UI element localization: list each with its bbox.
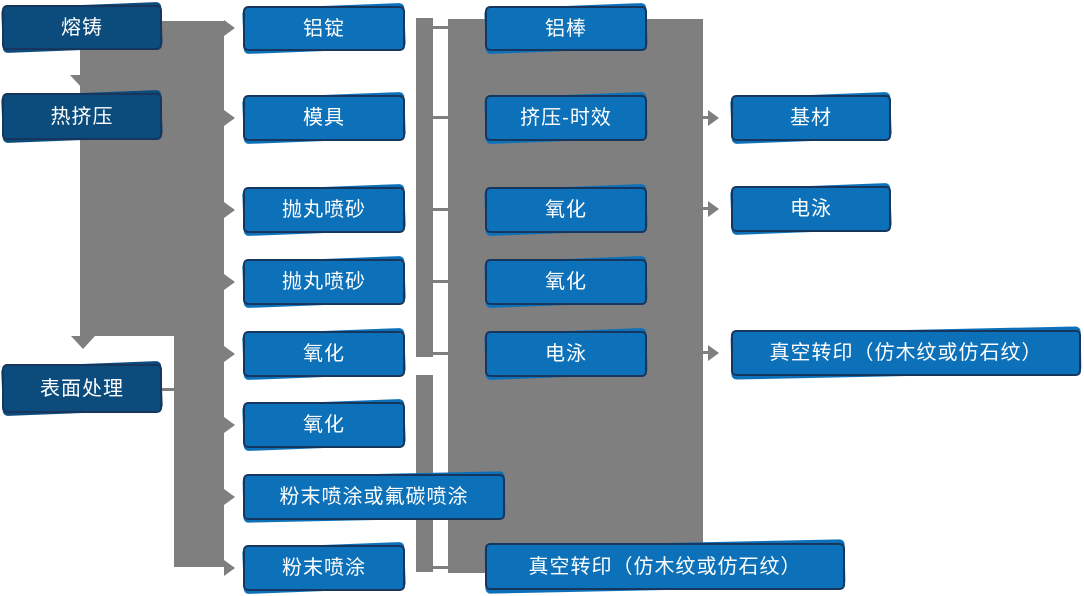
connector-link-line-2 <box>433 116 449 119</box>
node-oxidation-3: 氧化 <box>485 187 647 233</box>
connector-link-line-3 <box>433 208 449 211</box>
node-powder-or-fluorocarbon-coating: 粉末喷涂或氟碳喷涂 <box>243 474 505 520</box>
arrow-to-shot-blasting-2 <box>224 274 235 290</box>
node-hot-extrusion: 热挤压 <box>2 93 162 140</box>
connector-mid-rail-upper <box>416 18 433 357</box>
node-oxidation-2: 氧化 <box>243 402 405 448</box>
node-oxidation-1: 氧化 <box>243 331 405 377</box>
arrow-to-base-material <box>708 110 719 126</box>
node-electrophoresis-1: 电泳 <box>485 331 647 377</box>
node-melting-casting: 熔铸 <box>2 5 162 50</box>
arrow-stub-to-electrophoresis <box>702 207 710 210</box>
node-powder-coating: 粉末喷涂 <box>243 545 405 591</box>
node-shot-blasting-1: 抛丸喷砂 <box>243 187 405 233</box>
connector-surface-treatment-link <box>162 388 175 391</box>
arrow-stub-to-base-material <box>702 116 710 119</box>
arrow-to-shot-blasting-1 <box>224 202 235 218</box>
connector-link-line-5 <box>433 352 449 355</box>
arrow-to-oxidation-2 <box>224 417 235 433</box>
arrow-down-to-hot-extrusion <box>70 75 94 88</box>
node-base-material: 基材 <box>731 95 891 141</box>
node-vacuum-transfer-2: 真空转印（仿木纹或仿石纹） <box>731 330 1081 376</box>
arrow-to-electrophoresis <box>708 201 719 217</box>
node-vacuum-transfer-1: 真空转印（仿木纹或仿石纹） <box>485 543 845 590</box>
node-shot-blasting-2: 抛丸喷砂 <box>243 259 405 305</box>
connector-link-line-6 <box>433 566 449 569</box>
connector-sub-trunk <box>174 21 224 567</box>
arrow-down-to-surface-treatment <box>71 336 95 349</box>
node-aluminum-ingot: 铝锭 <box>243 6 405 51</box>
arrow-to-mold <box>224 110 235 126</box>
node-electrophoresis-2: 电泳 <box>731 186 891 232</box>
arrow-to-oxidation-1 <box>224 346 235 362</box>
arrow-to-powder-or-fluorocarbon <box>224 489 235 505</box>
node-surface-treatment: 表面处理 <box>2 364 162 413</box>
node-oxidation-4: 氧化 <box>485 259 647 305</box>
connector-link-line-4 <box>433 280 449 283</box>
arrow-to-vacuum-transfer <box>708 345 719 361</box>
arrow-to-powder-coating <box>224 560 235 576</box>
node-aluminum-rod: 铝棒 <box>485 6 647 51</box>
arrow-to-aluminum-ingot <box>224 20 235 36</box>
arrow-stub-to-vacuum-transfer <box>702 351 710 354</box>
node-extrusion-aging: 挤压-时效 <box>485 95 647 141</box>
connector-link-line-1 <box>433 26 449 29</box>
node-mold: 模具 <box>243 95 405 141</box>
